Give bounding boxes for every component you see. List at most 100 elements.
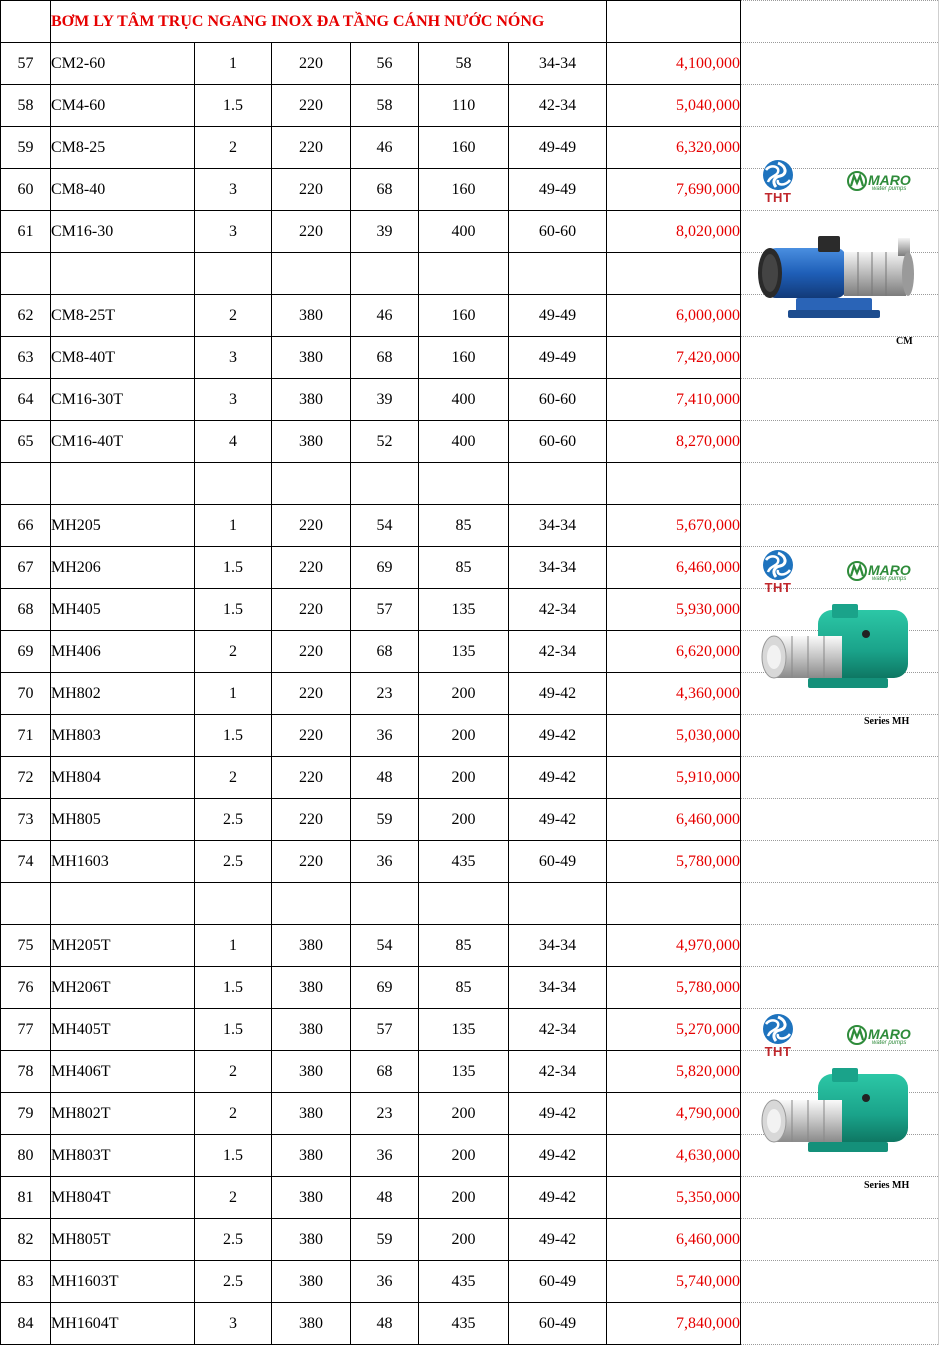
cell-voltage: 220 [271,756,351,799]
cell-flow: 435 [418,1302,509,1345]
cell-price: 5,910,000 [606,756,742,799]
cell-pipe-size: 42-34 [507,84,608,127]
cell-flow: 58 [418,42,509,85]
cell-head: 57 [350,1008,419,1051]
image-column-cell [740,1218,939,1261]
cell-no: 76 [0,966,51,1009]
cell-flow: 135 [418,588,509,631]
cell-head: 69 [350,546,419,589]
cell-model: CM8-25T [50,294,195,337]
cell-model: MH803 [50,714,195,757]
image-column-cell [740,420,939,463]
cell-voltage: 380 [271,1218,351,1261]
cell-voltage: 380 [271,1176,351,1219]
cell-hp: 2 [194,630,272,673]
cell-price: 8,270,000 [606,420,742,463]
cell-flow: 200 [418,1218,509,1261]
image-column-cell [740,882,939,925]
cell-flow: 85 [418,504,509,547]
cell-model: MH1603T [50,1260,195,1303]
cell-hp: 3 [194,210,272,253]
cell-model: MH802T [50,1092,195,1135]
cell-hp: 1 [194,42,272,85]
cell-flow: 200 [418,756,509,799]
image-column-cell [740,756,939,799]
maro-logo-icon [847,1025,867,1045]
cell-voltage: 220 [271,630,351,673]
cell-flow: 435 [418,840,509,883]
cell-no: 77 [0,1008,51,1051]
cell-price: 5,350,000 [606,1176,742,1219]
spacer-cell [606,252,742,295]
spacer-cell [0,252,51,295]
cell-voltage: 220 [271,588,351,631]
cell-voltage: 380 [271,1092,351,1135]
cell-price: 4,630,000 [606,1134,742,1177]
cell-head: 46 [350,294,419,337]
tht-swirl-icon [763,160,793,190]
cell-voltage: 220 [271,504,351,547]
pump-caption: Series MH [864,716,910,727]
cell-head: 39 [350,378,419,421]
cell-hp: 1.5 [194,1134,272,1177]
cell-pipe-size: 49-49 [507,126,608,169]
tht-logo-text: THT [764,1044,792,1059]
cell-hp: 1.5 [194,84,272,127]
cell-voltage: 380 [271,336,351,379]
image-column-cell [740,336,939,379]
cell-model: CM16-30 [50,210,195,253]
image-column-cell [740,504,939,547]
cell-hp: 2.5 [194,798,272,841]
spacer-row [0,882,939,925]
image-column-cell [740,1260,939,1303]
spacer-cell [271,252,351,295]
pump-picture [748,600,926,705]
cell-no: 74 [0,840,51,883]
cell-pipe-size: 34-34 [507,504,608,547]
cell-no: 79 [0,1092,51,1135]
image-column-cell [740,1302,939,1345]
cell-model: MH802 [50,672,195,715]
cell-no: 67 [0,546,51,589]
cell-pipe-size: 60-49 [507,1260,608,1303]
cell-voltage: 220 [271,840,351,883]
cell-price: 7,410,000 [606,378,742,421]
cell-voltage: 380 [271,294,351,337]
title-price-cell [606,0,742,43]
mh-pump-image [761,1068,908,1152]
cell-model: MH805T [50,1218,195,1261]
tht-logo: THT [758,158,798,205]
mh-pump-image [761,604,908,688]
cell-price: 5,670,000 [606,504,742,547]
maro-logo-text: MARO [868,172,911,188]
cell-voltage: 380 [271,1302,351,1345]
pump-caption: CM [896,336,913,347]
cell-pipe-size: 34-34 [507,546,608,589]
cell-hp: 3 [194,336,272,379]
cell-head: 52 [350,420,419,463]
cell-price: 6,460,000 [606,546,742,589]
image-column-cell [740,1176,939,1219]
spacer-cell [418,462,509,505]
cell-head: 68 [350,168,419,211]
cell-no: 58 [0,84,51,127]
spacer-cell [50,882,195,925]
cell-flow: 160 [418,294,509,337]
cell-pipe-size: 60-60 [507,378,608,421]
pump-picture [748,1064,926,1169]
maro-logo-icon [847,171,867,191]
spacer-cell [350,252,419,295]
cell-pipe-size: 49-42 [507,1134,608,1177]
cell-hp: 1.5 [194,588,272,631]
spacer-cell [350,882,419,925]
cell-voltage: 380 [271,924,351,967]
